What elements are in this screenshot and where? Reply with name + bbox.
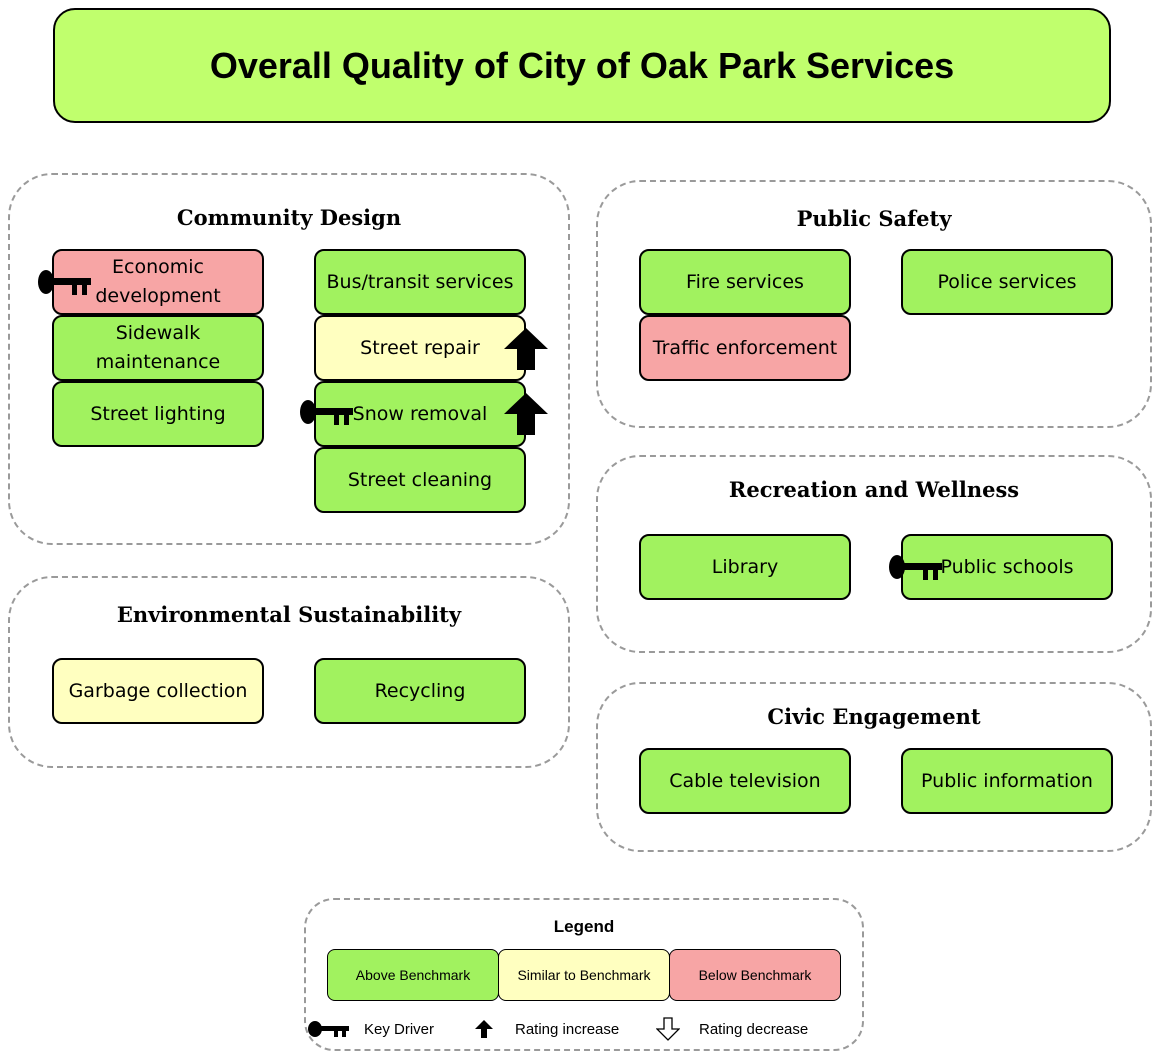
service-traffic-enforcement: Traffic enforcement <box>639 315 851 381</box>
rating-increase-icon <box>504 328 548 370</box>
service-garbage-collection: Garbage collection <box>52 658 264 724</box>
page-title: Overall Quality of City of Oak Park Serv… <box>209 44 955 86</box>
overall-quality-title-box: Overall Quality of City of Oak Park Serv… <box>53 8 1111 123</box>
group-title: Public Safety <box>796 206 952 231</box>
key-driver-icon <box>300 400 353 425</box>
service-fire-services: Fire services <box>639 249 851 315</box>
legend-key-driver-label: Key Driver <box>364 1021 435 1038</box>
legend-above-benchmark: Above Benchmark <box>327 949 499 1001</box>
key-driver-icon <box>889 555 942 580</box>
service-public-information: Public information <box>901 748 1113 814</box>
service-economic-development: Economic development <box>52 249 264 315</box>
legend-below-benchmark: Below Benchmark <box>669 949 841 1001</box>
service-recycling: Recycling <box>314 658 526 724</box>
service-street-cleaning: Street cleaning <box>314 447 526 513</box>
service-library: Library <box>639 534 851 600</box>
group-civic-engagement: Civic Engagement <box>596 682 1152 852</box>
group-title: Civic Engagement <box>767 704 981 729</box>
group-environmental-sustainability: Environmental Sustainability <box>8 576 570 768</box>
group-recreation-wellness: Recreation and Wellness <box>596 455 1152 653</box>
service-street-repair: Street repair <box>314 315 526 381</box>
group-community-design: Community Design <box>8 173 570 545</box>
service-cable-television: Cable television <box>639 748 851 814</box>
rating-decrease-icon <box>656 1017 680 1041</box>
key-driver-icon <box>308 1021 349 1037</box>
legend-title: Legend <box>553 917 615 936</box>
legend: Legend Above Benchmark Similar to Benchm… <box>304 898 864 1051</box>
rating-increase-icon <box>504 393 548 435</box>
group-title: Environmental Sustainability <box>116 602 462 627</box>
service-sidewalk-maintenance: Sidewalk maintenance <box>52 315 264 381</box>
service-street-lighting: Street lighting <box>52 381 264 447</box>
legend-similar-benchmark: Similar to Benchmark <box>498 949 670 1001</box>
legend-rating-decrease-label: Rating decrease <box>699 1021 809 1038</box>
group-title: Community Design <box>176 205 402 230</box>
rating-increase-icon <box>475 1020 493 1038</box>
service-police-services: Police services <box>901 249 1113 315</box>
key-driver-icon <box>38 270 91 295</box>
group-title: Recreation and Wellness <box>728 477 1020 502</box>
legend-rating-increase-label: Rating increase <box>515 1021 620 1038</box>
service-bus-transit-services: Bus/transit services <box>314 249 526 315</box>
group-public-safety: Public Safety <box>596 180 1152 428</box>
